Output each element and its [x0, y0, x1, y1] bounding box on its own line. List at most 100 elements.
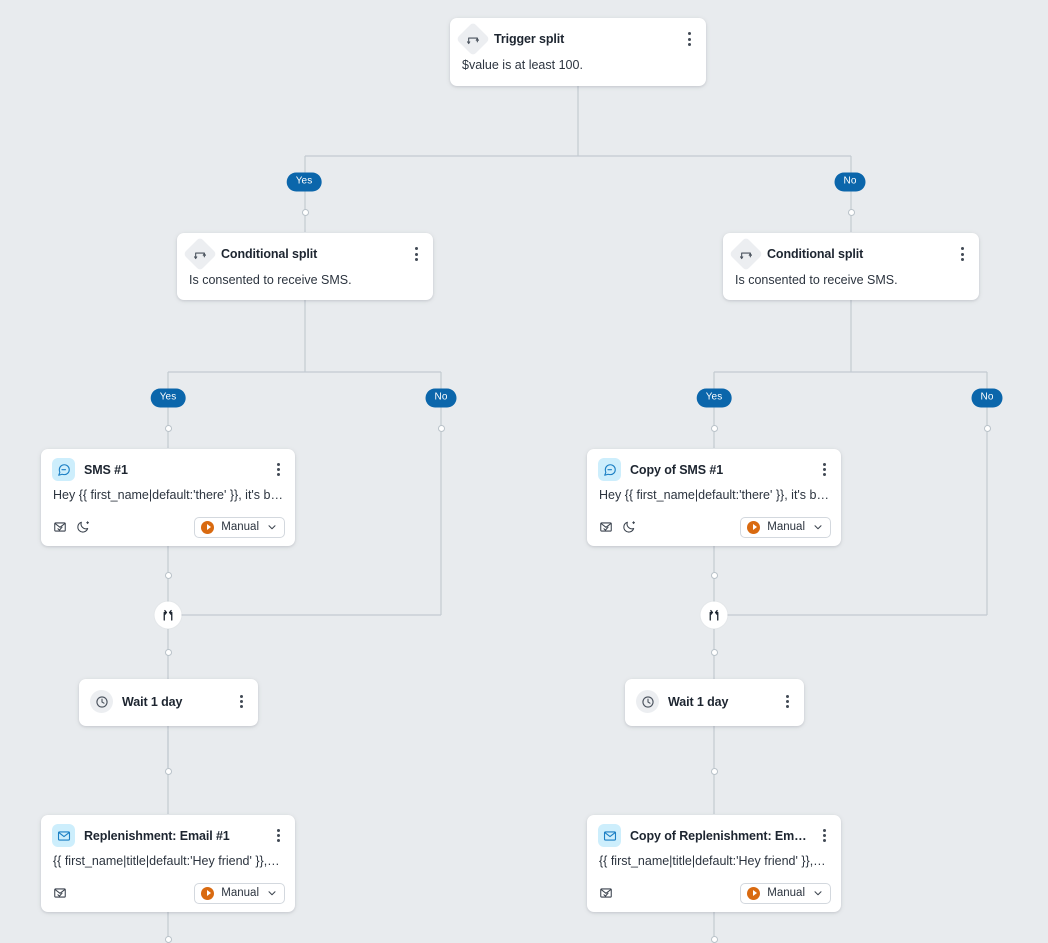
manual-status-icon: [747, 520, 761, 534]
mail-glyph: [57, 830, 70, 841]
shuffle-icon[interactable]: [700, 601, 728, 629]
manual-status-icon: [201, 886, 215, 900]
send-status-label: Manual: [221, 887, 259, 899]
smart-sending-icon: [54, 888, 66, 898]
node-conditional-split-left[interactable]: Conditional split Is consented to receiv…: [177, 233, 433, 300]
node-sms-right[interactable]: Copy of SMS #1 Hey {{ first_name|default…: [587, 449, 841, 546]
node-title: Conditional split: [767, 247, 864, 261]
shuffle-glyph: [163, 609, 173, 621]
branch-label-no-level1[interactable]: No: [834, 172, 866, 192]
card-header: Trigger split: [450, 18, 706, 58]
node-trigger-split[interactable]: Trigger split $value is at least 100.: [450, 18, 706, 86]
edge-dot: [710, 648, 718, 656]
node-body: {{ first_name|title|default:'Hey friend'…: [599, 854, 834, 868]
node-menu-button[interactable]: [409, 246, 423, 262]
node-menu-button[interactable]: [955, 246, 969, 262]
smart-sending-icon: [600, 888, 612, 898]
card-header: Conditional split: [723, 233, 979, 273]
node-email-right[interactable]: Copy of Replenishment: Em… {{ first_name…: [587, 815, 841, 912]
node-conditional-split-right[interactable]: Conditional split Is consented to receiv…: [723, 233, 979, 300]
node-body: Hey {{ first_name|default:'there' }}, it…: [53, 488, 290, 502]
node-menu-button[interactable]: [817, 828, 831, 844]
card-header: Wait 1 day: [79, 679, 258, 724]
footer-icon-group: [599, 520, 730, 534]
node-menu-button[interactable]: [817, 462, 831, 478]
node-title: Copy of SMS #1: [630, 462, 724, 477]
card-header: Copy of SMS #1: [587, 449, 841, 488]
node-email-left[interactable]: Replenishment: Email #1 {{ first_name|ti…: [41, 815, 295, 912]
split-icon: [729, 237, 763, 271]
node-body: Hey {{ first_name|default:'there' }}, it…: [599, 488, 836, 502]
branch-label-yes-left[interactable]: Yes: [150, 388, 186, 408]
card-header: SMS #1: [41, 449, 295, 488]
edge-dot: [710, 935, 718, 943]
edge-dot: [983, 424, 991, 432]
send-status-label: Manual: [221, 521, 259, 533]
footer-icon-group: [599, 886, 730, 900]
mail-glyph: [603, 830, 616, 841]
send-status-label: Manual: [767, 887, 805, 899]
branch-label-yes-level1[interactable]: Yes: [286, 172, 322, 192]
send-status-dropdown[interactable]: Manual: [194, 882, 285, 904]
node-title: Wait 1 day: [122, 694, 183, 709]
manual-status-icon: [747, 886, 761, 900]
mail-icon: [52, 824, 75, 847]
branch-label-no-left[interactable]: No: [425, 388, 457, 408]
node-title: Wait 1 day: [668, 694, 729, 709]
edge-dot: [301, 208, 309, 216]
split-icon: [183, 237, 217, 271]
mail-icon: [598, 824, 621, 847]
split-glyph: [194, 251, 206, 259]
clock-glyph: [95, 695, 108, 708]
send-status-dropdown[interactable]: Manual: [194, 516, 285, 538]
card-footer: Manual: [587, 880, 841, 912]
quiet-hours-icon: [623, 521, 636, 533]
edge-dot: [437, 424, 445, 432]
node-title: Copy of Replenishment: Em…: [630, 828, 807, 843]
sms-glyph: [57, 463, 70, 476]
chevron-down-icon: [268, 891, 276, 896]
quiet-hours-icon: [77, 521, 90, 533]
node-menu-button[interactable]: [234, 694, 248, 710]
sms-icon: [52, 458, 75, 481]
node-title: Trigger split: [494, 32, 565, 46]
node-title: Conditional split: [221, 247, 318, 261]
node-menu-button[interactable]: [780, 694, 794, 710]
node-wait-left[interactable]: Wait 1 day: [79, 679, 258, 726]
split-icon: [456, 22, 490, 56]
node-menu-button[interactable]: [271, 828, 285, 844]
shuffle-icon[interactable]: [154, 601, 182, 629]
chevron-down-icon: [814, 891, 822, 896]
card-footer: Manual: [587, 514, 841, 546]
node-body: $value is at least 100.: [462, 58, 583, 72]
branch-label-yes-right[interactable]: Yes: [696, 388, 732, 408]
edge-dot: [164, 935, 172, 943]
edge-dot: [710, 571, 718, 579]
edge-dot: [164, 648, 172, 656]
card-header: Conditional split: [177, 233, 433, 273]
smart-sending-icon: [54, 522, 66, 532]
sms-glyph: [603, 463, 616, 476]
footer-icon-group: [53, 520, 184, 534]
node-title: SMS #1: [84, 462, 128, 477]
sms-icon: [598, 458, 621, 481]
branch-label-no-right[interactable]: No: [971, 388, 1003, 408]
node-title: Replenishment: Email #1: [84, 828, 230, 843]
send-status-dropdown[interactable]: Manual: [740, 516, 831, 538]
node-body: Is consented to receive SMS.: [189, 273, 352, 287]
send-status-dropdown[interactable]: Manual: [740, 882, 831, 904]
node-menu-button[interactable]: [271, 462, 285, 478]
node-menu-button[interactable]: [682, 31, 696, 47]
node-sms-left[interactable]: SMS #1 Hey {{ first_name|default:'there'…: [41, 449, 295, 546]
split-glyph: [467, 36, 479, 44]
smart-sending-icon: [600, 522, 612, 532]
node-wait-right[interactable]: Wait 1 day: [625, 679, 804, 726]
card-footer: Manual: [41, 880, 295, 912]
edge-dot: [847, 208, 855, 216]
edge-dot: [710, 424, 718, 432]
clock-icon: [636, 690, 659, 713]
manual-status-icon: [201, 520, 215, 534]
chevron-down-icon: [814, 525, 822, 530]
edge-dot: [710, 767, 718, 775]
